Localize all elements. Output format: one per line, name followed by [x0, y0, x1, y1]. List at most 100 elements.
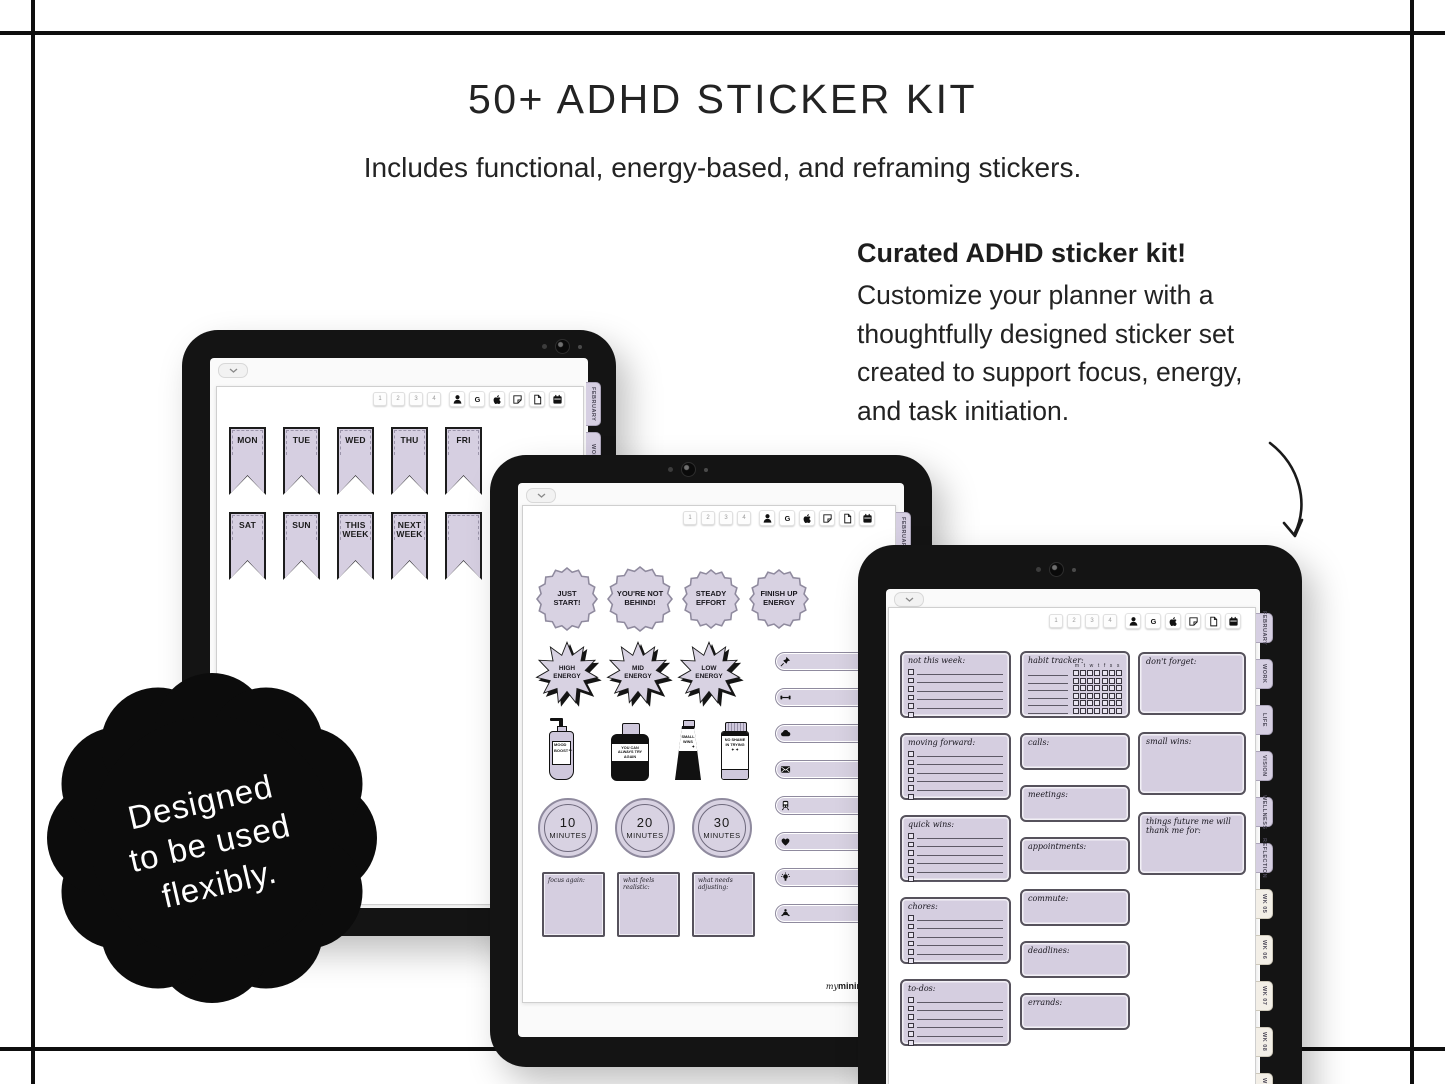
page-number-button[interactable]: 1	[373, 392, 387, 406]
chevron-down-icon	[905, 597, 913, 602]
camera-dot	[1072, 567, 1076, 572]
collapse-button[interactable]	[894, 592, 924, 607]
side-tab[interactable]: WORK	[1256, 659, 1273, 689]
tube-body: SMALL WINS	[675, 726, 701, 780]
toolbar-icon-button[interactable]	[1185, 613, 1201, 629]
toolbar-icon-button[interactable]	[509, 391, 525, 407]
banner-label: SUN	[292, 520, 311, 530]
planner-box: quick wins:	[900, 815, 1011, 882]
collapse-button[interactable]	[218, 363, 248, 378]
planner-box-body	[1028, 1008, 1122, 1025]
toolbar-icon-button[interactable]	[529, 391, 545, 407]
bottle-label: SMALL WINS	[679, 729, 697, 751]
planner-box: don't forget:	[1138, 652, 1246, 715]
toolbar-icon-button[interactable]: G	[779, 510, 795, 526]
jar-sticker: YOU CAN ALWAYS TRY AGAIN	[611, 723, 649, 781]
page-number-button[interactable]: 4	[1103, 614, 1117, 628]
person-icon	[452, 394, 463, 405]
page-number-button[interactable]: 4	[737, 511, 751, 525]
habit-days: m t w t f s s	[1074, 663, 1121, 669]
planner-column-3: don't forget: small wins: things future …	[1138, 652, 1246, 875]
toolbar-icon-button[interactable]	[449, 391, 465, 407]
toolbar-icon-button[interactable]	[1165, 613, 1181, 629]
pushpin-icon	[780, 656, 791, 667]
side-tab[interactable]: WELLNESS	[1256, 795, 1273, 829]
toolbar-icon-button[interactable]	[839, 510, 855, 526]
page-number-button[interactable]: 2	[391, 392, 405, 406]
description-block: Curated ADHD sticker kit! Customize your…	[857, 238, 1357, 430]
page-number-button[interactable]: 3	[1085, 614, 1099, 628]
tube-sticker: SMALL WINS	[675, 720, 701, 780]
page-number-button[interactable]: 4	[427, 392, 441, 406]
planner-box: habit tracker: m t w t f s s	[1020, 651, 1130, 718]
apple-icon	[492, 394, 503, 405]
toolbar-icon-button[interactable]	[1125, 613, 1141, 629]
side-tab[interactable]: REFLECTION	[1256, 838, 1273, 878]
toolbar-icon-button[interactable]: G	[1145, 613, 1161, 629]
pill-bottle-base	[722, 769, 748, 779]
side-tab[interactable]: LIFE	[1256, 705, 1273, 735]
chevron-down-icon	[537, 493, 545, 498]
page-number-button[interactable]: 3	[409, 392, 423, 406]
toolbar-icon-button[interactable]	[1205, 613, 1221, 629]
toolbar-icon-button[interactable]	[759, 510, 775, 526]
toolbar-icon-button[interactable]	[489, 391, 505, 407]
side-tab[interactable]: WK 06	[1256, 935, 1273, 965]
pump-stem	[559, 720, 563, 727]
pennant-banner-sticker: THU	[391, 427, 428, 495]
side-tab[interactable]: WK 07	[1256, 981, 1273, 1011]
page-number-button[interactable]: 1	[683, 511, 697, 525]
side-tab[interactable]: FEBRUARY	[586, 382, 601, 426]
note-sticker: focus again:	[542, 872, 605, 937]
planner-box-title: things future me will thank me for:	[1146, 817, 1231, 835]
banner-stitch	[286, 515, 317, 540]
planner-box: errands:	[1020, 993, 1130, 1030]
page-number-button[interactable]: 2	[1067, 614, 1081, 628]
pennant-banner-sticker	[445, 512, 482, 580]
planner-box-body	[1028, 800, 1122, 817]
planner-box-body	[908, 748, 1003, 800]
person-icon	[762, 513, 773, 524]
toolbar-icon-button[interactable]	[819, 510, 835, 526]
banner-label: FRI	[456, 435, 471, 445]
planner-column-2: habit tracker: m t w t f s s calls: meet…	[1020, 651, 1130, 1030]
toolbar-icon-button[interactable]	[549, 391, 565, 407]
page-number-button[interactable]: 2	[701, 511, 715, 525]
burst-sticker-label: HIGH ENERGY	[553, 665, 581, 680]
toolbar-icon-button[interactable]	[799, 510, 815, 526]
brand-prefix: my	[825, 982, 838, 991]
bottle-label: NO SHAME IN TRYING	[723, 738, 747, 752]
planner-box: to-dos:	[900, 979, 1011, 1046]
planner-box-body	[1028, 748, 1122, 765]
page-number-button[interactable]: 3	[719, 511, 733, 525]
toolbar-icons: G	[759, 510, 875, 526]
side-tab[interactable]: WK 08	[1256, 1027, 1273, 1057]
toolbar-icon-button[interactable]: G	[469, 391, 485, 407]
page-number-button[interactable]: 1	[1049, 614, 1063, 628]
toolbar-icon-button[interactable]	[1225, 613, 1241, 629]
burst-sticker: MID ENERGY	[606, 641, 670, 705]
side-tab[interactable]: WK 05	[1256, 889, 1273, 919]
cloud-icon	[780, 728, 791, 739]
camera-dot	[578, 344, 582, 349]
timer-value: 30	[713, 815, 731, 831]
planner-box-body: m t w t f s s	[1028, 661, 1122, 714]
banner-stickers: MON TUE WED THU	[229, 427, 500, 580]
collapse-button[interactable]	[526, 488, 556, 503]
planner-box-title: to-dos:	[908, 984, 936, 993]
envelope-icon	[780, 764, 791, 775]
side-tab[interactable]: FEBRUARY	[1256, 611, 1273, 645]
camera-assembly	[1036, 562, 1076, 577]
camera-dot	[542, 344, 547, 349]
planner-box: moving forward:	[900, 733, 1011, 800]
toolbar-icon-button[interactable]	[859, 510, 875, 526]
side-tab[interactable]: WK 09	[1256, 1073, 1273, 1084]
round-sticker: STEADY EFFORT	[682, 569, 740, 629]
side-tab[interactable]: VISION	[1256, 751, 1273, 781]
pump-body: MOOD BOOST	[549, 731, 574, 780]
timer-unit: MINUTES	[549, 830, 587, 840]
